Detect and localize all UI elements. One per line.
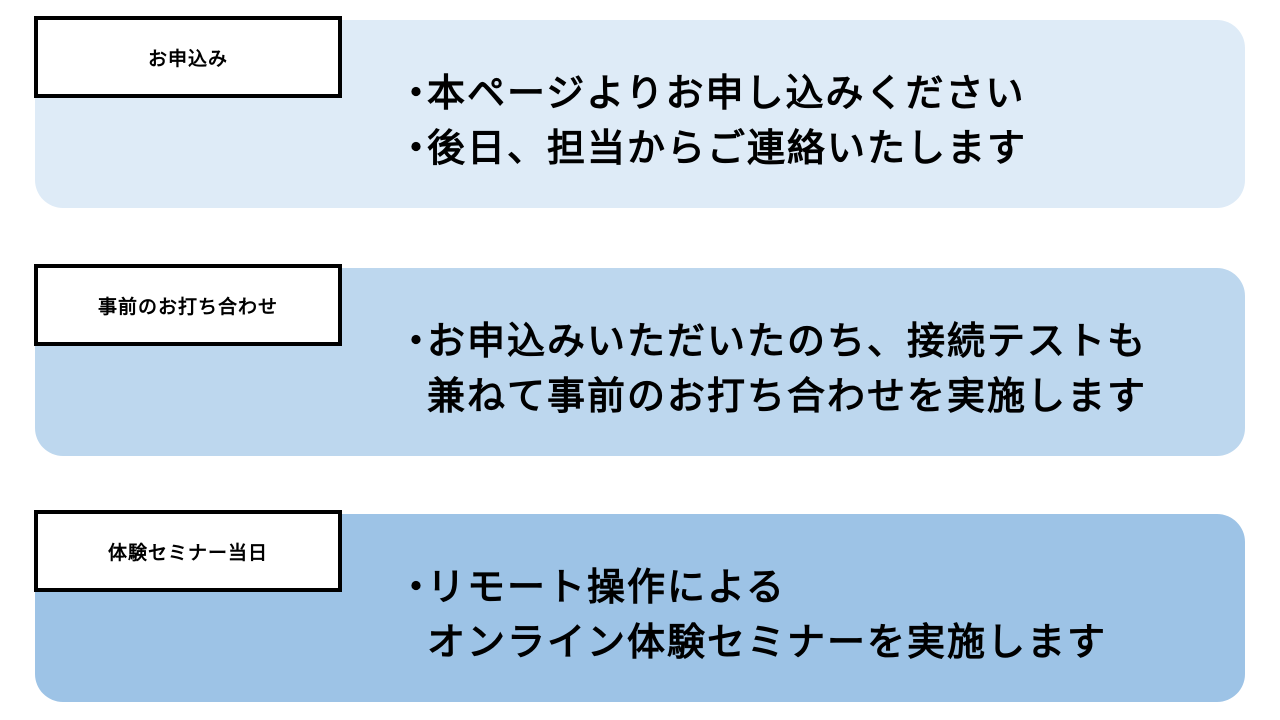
description-text: 後日、担当からご連絡いたします <box>427 126 1028 170</box>
description-line: ・お申込みいただいたのち、接続テストも <box>397 314 1257 369</box>
description-text: 兼ねて事前のお打ち合わせを実施します <box>427 374 1148 418</box>
description-line: オンライン体験セミナーを実施します <box>397 615 1257 670</box>
step-description: ・本ページよりお申し込みください ・後日、担当からご連絡いたします <box>397 66 1257 176</box>
step-panel: ・本ページよりお申し込みください ・後日、担当からご連絡いたします <box>35 20 1245 208</box>
description-text: お申込みいただいたのち、接続テストも <box>427 319 1148 363</box>
description-line: ・リモート操作による <box>397 560 1257 615</box>
step-application: ・本ページよりお申し込みください ・後日、担当からご連絡いたします お申込み <box>0 10 1280 210</box>
step-label: お申込み <box>34 16 342 98</box>
step-label: 体験セミナー当日 <box>34 510 342 592</box>
bullet-mark: ・ <box>397 126 438 170</box>
step-seminar-day: ・リモート操作による オンライン体験セミナーを実施します 体験セミナー当日 <box>0 504 1280 704</box>
description-line: ・後日、担当からご連絡いたします <box>397 121 1257 176</box>
description-line: 兼ねて事前のお打ち合わせを実施します <box>397 369 1257 424</box>
bullet-mark: ・ <box>397 565 438 609</box>
description-text: リモート操作による <box>427 565 786 609</box>
step-panel: ・お申込みいただいたのち、接続テストも 兼ねて事前のお打ち合わせを実施します <box>35 268 1245 456</box>
description-line: ・本ページよりお申し込みください <box>397 66 1257 121</box>
bullet-mark: ・ <box>397 71 438 115</box>
description-text: 本ページよりお申し込みください <box>427 71 1026 115</box>
step-description: ・お申込みいただいたのち、接続テストも 兼ねて事前のお打ち合わせを実施します <box>397 314 1257 424</box>
step-description: ・リモート操作による オンライン体験セミナーを実施します <box>397 560 1257 670</box>
description-text: オンライン体験セミナーを実施します <box>427 620 1108 664</box>
step-pre-meeting: ・お申込みいただいたのち、接続テストも 兼ねて事前のお打ち合わせを実施します 事… <box>0 258 1280 458</box>
step-label: 事前のお打ち合わせ <box>34 264 342 346</box>
bullet-mark: ・ <box>397 319 438 363</box>
